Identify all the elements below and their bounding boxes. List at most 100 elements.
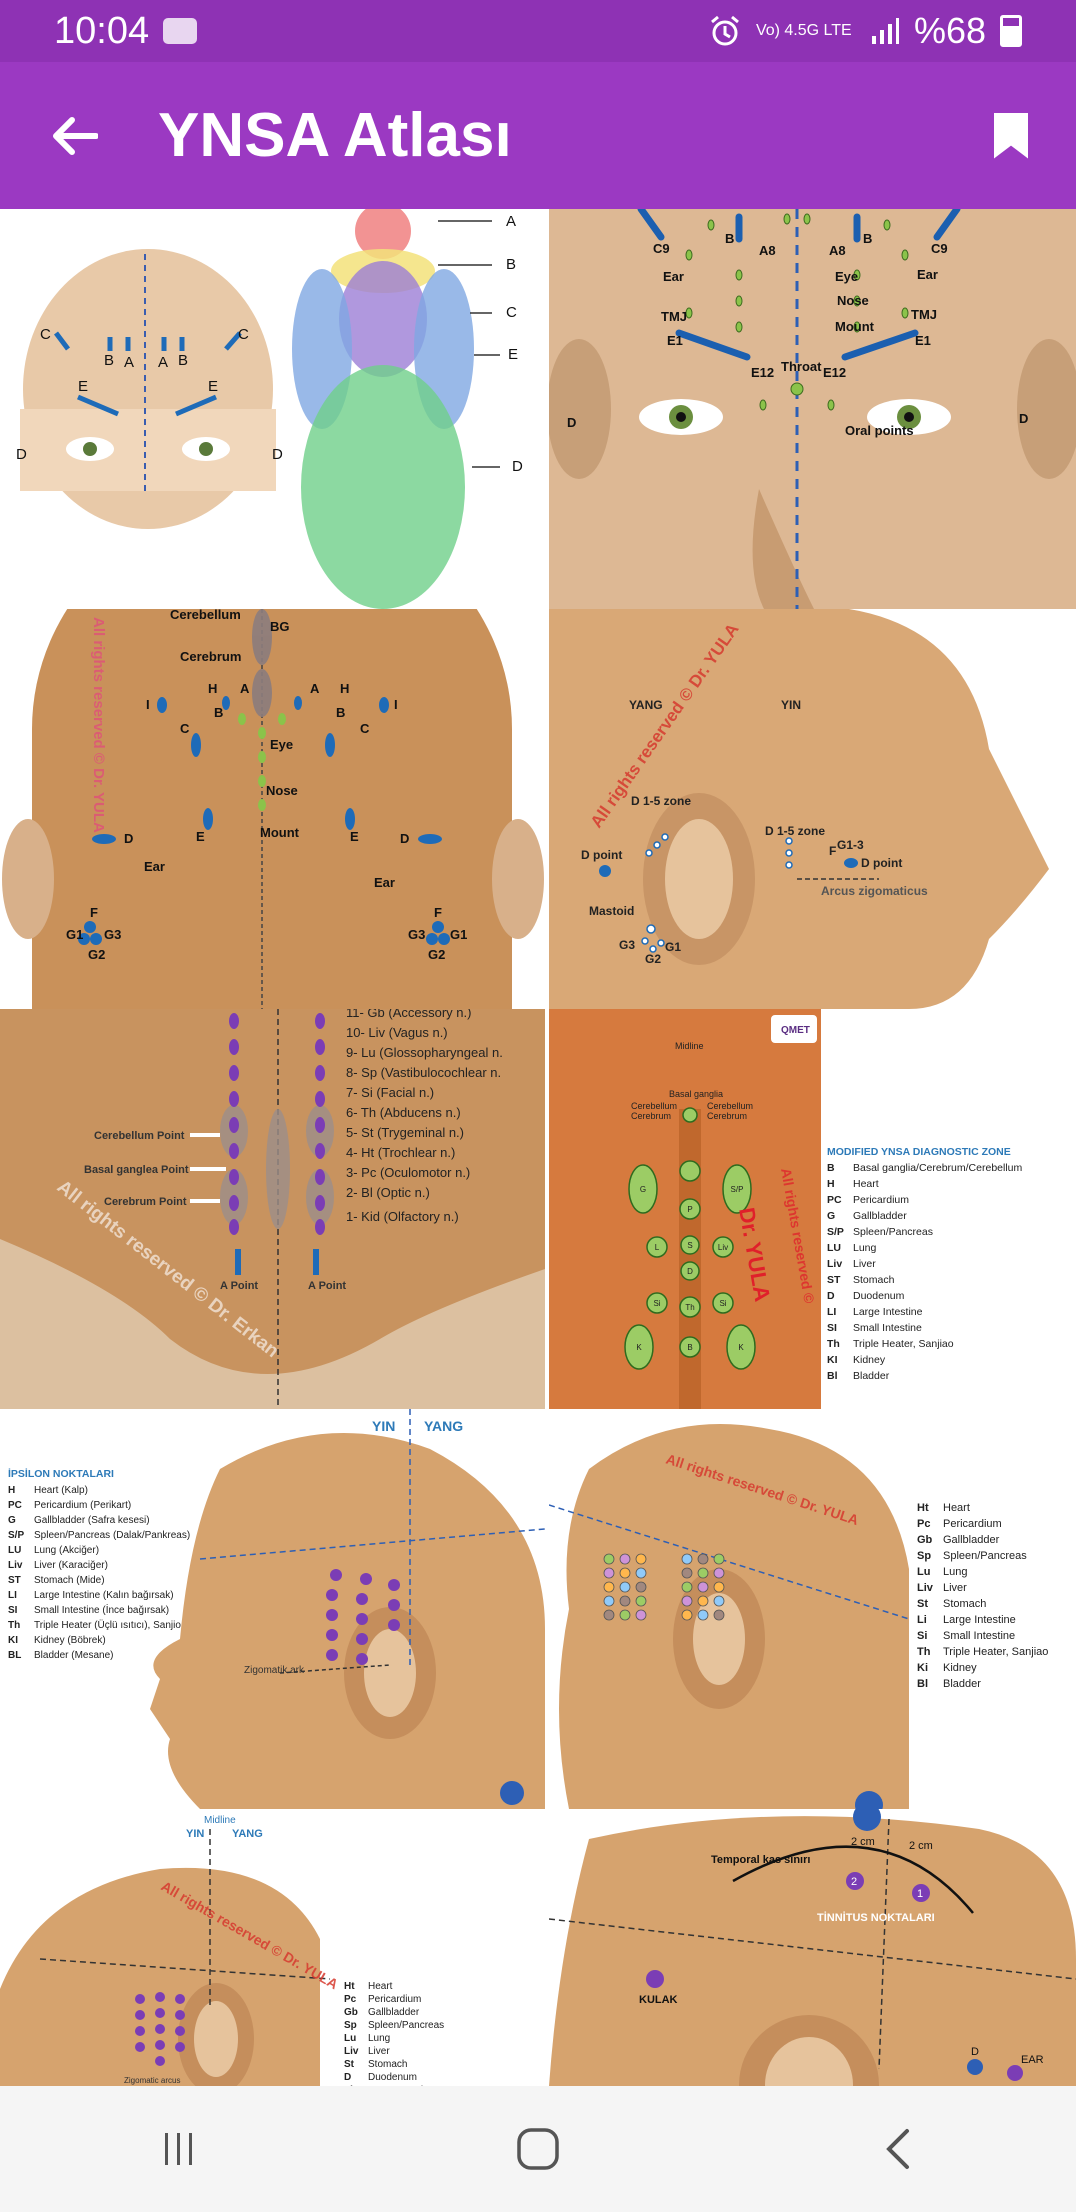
- back-button[interactable]: [852, 2114, 942, 2184]
- tinnitus-d: D: [971, 2046, 979, 2058]
- organ-dot: [697, 1609, 709, 1621]
- side-legend-item-label: Kidney: [943, 1662, 977, 1674]
- abdomen-legend-item-label: Small Intestine: [853, 1322, 922, 1334]
- back-label-g2-right: G2: [428, 947, 445, 962]
- face-label-b-right: B: [863, 231, 872, 246]
- face-label-throat: Throat: [781, 359, 822, 374]
- nerve-6: 6- Th (Abducens n.): [346, 1105, 461, 1120]
- ipsilon-legend-item-key: BL: [8, 1650, 21, 1661]
- abdomen-legend-item-label: Duodenum: [853, 1290, 905, 1302]
- back-label-ear-right: Ear: [374, 875, 395, 890]
- abdomen-cerebellum-right: Cerebellum: [707, 1101, 753, 1111]
- side-legend-item-label: Pericardium: [943, 1518, 1002, 1530]
- tile-head-side[interactable]: YANG YIN D 1-5 zone D point D 1-5 zone G…: [549, 609, 1076, 1009]
- recent-apps-icon: [165, 2133, 193, 2165]
- organ-dot: [603, 1567, 615, 1579]
- nerve-7: 7- Si (Facial n.): [346, 1085, 434, 1100]
- abdomen-cerebrum-left: Cerebrum: [631, 1111, 671, 1121]
- tile-tinnitus[interactable]: 2 cm 2 cm Temporal kas sınırı 2 1 TİNNİT…: [549, 1809, 1076, 2086]
- label-b-left: B: [104, 352, 114, 369]
- back-label-e-right: E: [350, 829, 359, 844]
- yinyang-legend-item-key: Pc: [344, 1994, 357, 2005]
- body-label-d: D: [512, 458, 523, 475]
- face-label-e12-right: E12: [823, 365, 846, 380]
- side-legend-item-label: Liver: [943, 1582, 967, 1594]
- home-icon: [517, 2128, 559, 2170]
- nerve-4: 4- Ht (Trochlear n.): [346, 1145, 455, 1160]
- bookmark-icon[interactable]: [994, 112, 1028, 159]
- back-label-g1-left: G1: [66, 927, 83, 942]
- face-label-d-left: D: [567, 415, 576, 430]
- side-legend-item-label: Small Intestine: [943, 1630, 1015, 1642]
- organ-dot: [635, 1553, 647, 1565]
- face-label-tmj-right: TMJ: [911, 307, 937, 322]
- organ-k-right: K: [738, 1343, 744, 1352]
- side-label-g3: G3: [619, 938, 635, 952]
- tile-head-back[interactable]: Cerebellum BG Cerebrum H A A H I B B I C…: [0, 609, 545, 1009]
- face-label-eye: Eye: [835, 269, 858, 284]
- yinyang-legend-item-label: Duodenum: [368, 2072, 417, 2083]
- abdomen-legend-item-label: Bladder: [853, 1370, 890, 1382]
- abdomen-legend-item-label: Lung: [853, 1242, 877, 1254]
- home-button[interactable]: [493, 2114, 583, 2184]
- tile-ipsilon-points[interactable]: Zigomatik ark YIN YANG İPSİLON NOKTALARI…: [0, 1409, 545, 1809]
- abdomen-basal-ganglia: Basal ganglia: [669, 1089, 723, 1099]
- ipsilon-legend-item-label: Pericardium (Perikart): [34, 1500, 131, 1511]
- tile-cranial-nerves[interactable]: 11- Gb (Accessory n.) 10- Liv (Vagus n.)…: [0, 1009, 545, 1409]
- ipsilon-legend-item-label: Small Intestine (İnce bağırsak): [34, 1603, 169, 1616]
- face-label-tmj-left: TMJ: [661, 309, 687, 324]
- organ-dot: [635, 1581, 647, 1593]
- back-label-d-left: D: [124, 831, 133, 846]
- tile-yin-yang-side[interactable]: Midline YIN YANG All rights reserved © D…: [0, 1809, 545, 2086]
- abdomen-legend-item-key: LU: [827, 1242, 841, 1254]
- nerve-11: 11- Gb (Accessory n.): [346, 1009, 471, 1020]
- abdomen-legend-item-key: G: [827, 1210, 835, 1222]
- app-bar: YNSA Atlası: [0, 62, 1076, 209]
- ipsilon-legend-item-label: Lung (Akciğer): [34, 1545, 99, 1556]
- back-label-i-left: I: [146, 697, 150, 712]
- ipsilon-legend-item-key: ST: [8, 1575, 21, 1586]
- abdomen-legend-item-label: Liver: [853, 1258, 876, 1270]
- organ-dot: [635, 1595, 647, 1607]
- face-label-e1-right: E1: [915, 333, 931, 348]
- side-legend-item-key: St: [917, 1598, 928, 1610]
- label-a-right: A: [158, 354, 168, 371]
- organ-dot: [635, 1567, 647, 1579]
- tinnitus-num-1: 1: [917, 1888, 923, 1900]
- side-legend-item-key: Li: [917, 1614, 927, 1626]
- ipsilon-legend-item-key: LU: [8, 1545, 21, 1556]
- ipsilon-legend-item-label: Liver (Karaciğer): [34, 1560, 108, 1571]
- body-label-c: C: [506, 304, 517, 321]
- organ-dot: [619, 1609, 631, 1621]
- organ-dot: [681, 1595, 693, 1607]
- side-label-g1: G1: [665, 940, 681, 954]
- side-legend-item-key: Liv: [917, 1582, 934, 1594]
- tinnitus-num-2: 2: [851, 1876, 857, 1888]
- tile-face-closeup[interactable]: C9 B A8 A8 B C9 Ear Eye Ear TMJ Nose TMJ…: [549, 209, 1076, 609]
- abdomen-legend-item-label: Stomach: [853, 1274, 895, 1286]
- point-a-right: A Point: [308, 1280, 346, 1292]
- ipsilon-logo: [500, 1781, 524, 1805]
- tinnitus-2cm-a: 2 cm: [851, 1836, 875, 1848]
- point-cerebrum: Cerebrum Point: [104, 1196, 187, 1208]
- tile-head-front-body[interactable]: C B A A B C E E D D A: [0, 209, 545, 609]
- face-label-mount: Mount: [835, 319, 875, 334]
- back-arrow-icon[interactable]: [48, 110, 100, 162]
- tile-abdomen-zone[interactable]: G P S/P S D L Liv Si Th Si K B K Midline…: [549, 1009, 1076, 1409]
- organ-dot: [619, 1553, 631, 1565]
- back-label-b-right: B: [336, 705, 345, 720]
- abdomen-legend-item-key: ST: [827, 1274, 841, 1286]
- status-right: Vo) 4.5G LTE %68: [708, 10, 1022, 52]
- side-legend-item-label: Lung: [943, 1566, 967, 1578]
- recent-apps-button[interactable]: [134, 2114, 224, 2184]
- yinyang-arch: Zigomatic arcus: [124, 2076, 180, 2085]
- abdomen-legend-item-label: Large Intestine: [853, 1306, 923, 1318]
- side-label-d15-right: D 1-5 zone: [765, 824, 825, 838]
- organ-dot: [713, 1595, 725, 1607]
- body-label-b: B: [506, 256, 516, 273]
- side-label-g2: G2: [645, 952, 661, 966]
- side-label-f: F: [829, 844, 836, 858]
